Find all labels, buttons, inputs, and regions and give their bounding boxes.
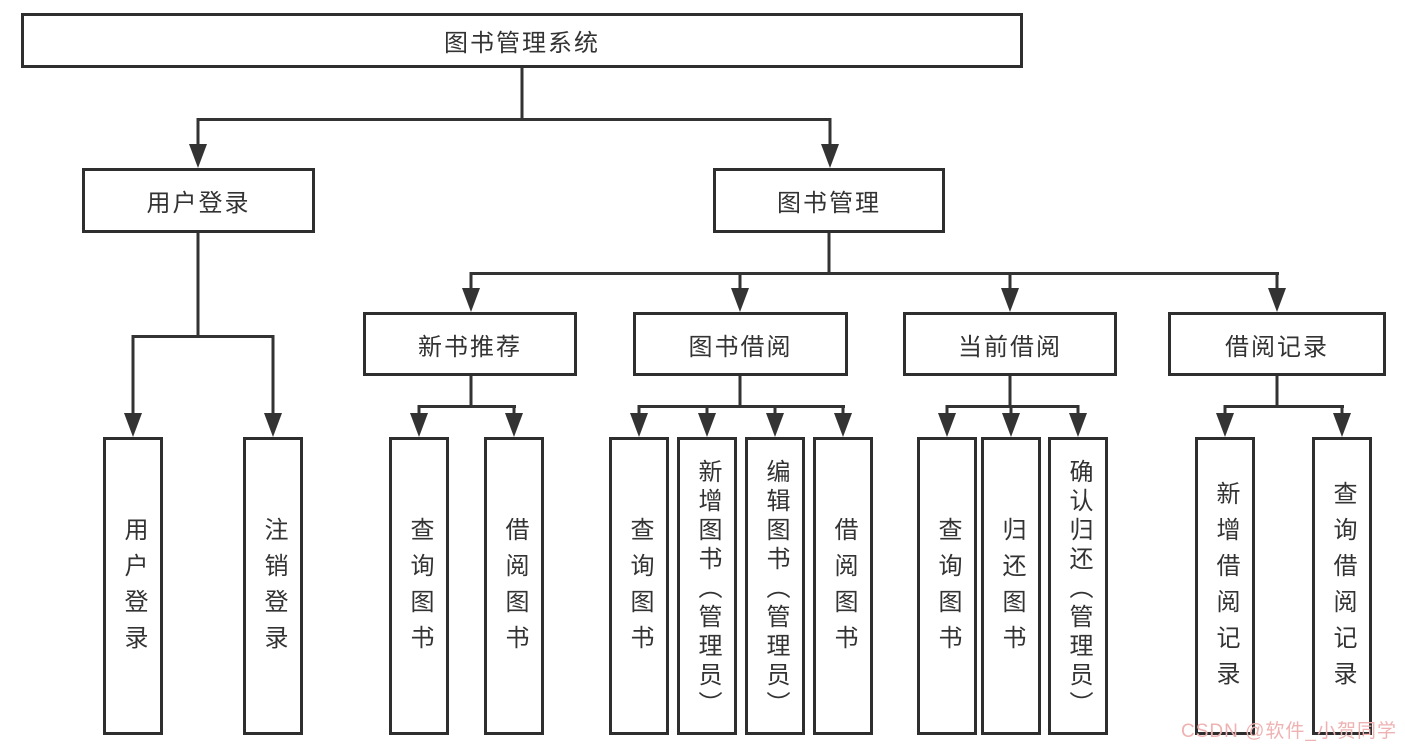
connector-line — [945, 405, 949, 419]
connector-line — [469, 376, 473, 408]
arrow-down-icon — [821, 144, 839, 168]
connector-line — [639, 405, 845, 408]
node-current-borrow: 当前借阅 — [903, 312, 1117, 376]
leaf-borrow-book: 借阅图书 — [813, 437, 873, 735]
arrow-down-icon — [766, 413, 784, 437]
arrow-down-icon — [834, 413, 852, 437]
leaf-current-query-book: 查询图书 — [917, 437, 977, 735]
leaf-confirm-return-admin: 确认归还（管理员） — [1048, 437, 1108, 735]
connector-line — [1275, 376, 1279, 408]
connector-line — [469, 272, 473, 292]
connector-line — [419, 405, 516, 408]
connector-line — [520, 68, 524, 120]
arrow-down-icon — [1069, 413, 1087, 437]
leaf-return-book: 归还图书 — [981, 437, 1041, 735]
connector-line — [512, 405, 516, 419]
connector-line — [738, 272, 742, 292]
arrow-down-icon — [462, 288, 480, 312]
connector-line — [471, 272, 1279, 275]
leaf-recommend-borrow-book: 借阅图书 — [484, 437, 544, 735]
connector-line — [197, 118, 831, 121]
connector-line — [773, 405, 777, 419]
connector-line — [196, 233, 200, 335]
node-user-login: 用户登录 — [82, 168, 315, 233]
leaf-borrow-query-book: 查询图书 — [609, 437, 669, 735]
leaf-add-book-admin: 新增图书（管理员） — [677, 437, 737, 735]
connector-line — [133, 335, 273, 338]
leaf-logout: 注销登录 — [243, 437, 303, 735]
arrow-down-icon — [189, 144, 207, 168]
connector-line — [827, 233, 831, 272]
connector-line — [947, 405, 1079, 408]
leaf-query-borrow-record: 查询借阅记录 — [1312, 437, 1372, 735]
leaf-add-borrow-record: 新增借阅记录 — [1195, 437, 1255, 735]
node-library-system: 图书管理系统 — [21, 13, 1023, 68]
connector-line — [705, 405, 709, 419]
arrow-down-icon — [698, 413, 716, 437]
node-book-management: 图书管理 — [713, 168, 945, 233]
connector-line — [1009, 405, 1013, 419]
connector-line — [828, 118, 832, 150]
connector-line — [637, 405, 641, 419]
connector-line — [1225, 405, 1344, 408]
connector-line — [1008, 376, 1012, 408]
connector-line — [131, 335, 135, 417]
node-book-borrow: 图书借阅 — [633, 312, 848, 376]
connector-line — [841, 405, 845, 419]
connector-line — [738, 376, 742, 408]
arrow-down-icon — [1001, 288, 1019, 312]
arrow-down-icon — [731, 288, 749, 312]
arrow-down-icon — [1216, 413, 1234, 437]
arrow-down-icon — [1333, 413, 1351, 437]
connector-line — [417, 405, 421, 419]
connector-line — [1076, 405, 1080, 419]
csdn-watermark: CSDN @软件_小贺同学 — [1181, 721, 1397, 742]
leaf-user-login: 用户登录 — [103, 437, 163, 735]
arrow-down-icon — [630, 413, 648, 437]
arrow-down-icon — [505, 413, 523, 437]
arrow-down-icon — [938, 413, 956, 437]
node-borrow-records: 借阅记录 — [1168, 312, 1386, 376]
arrow-down-icon — [1002, 413, 1020, 437]
leaf-edit-book-admin: 编辑图书（管理员） — [745, 437, 805, 735]
connector-line — [1223, 405, 1227, 419]
connector-line — [196, 118, 200, 150]
arrow-down-icon — [264, 413, 282, 437]
connector-line — [1275, 272, 1279, 292]
connector-line — [1340, 405, 1344, 419]
node-new-book-recommend: 新书推荐 — [363, 312, 577, 376]
leaf-recommend-query-book: 查询图书 — [389, 437, 449, 735]
arrow-down-icon — [410, 413, 428, 437]
connector-line — [271, 335, 275, 417]
arrow-down-icon — [124, 413, 142, 437]
arrow-down-icon — [1268, 288, 1286, 312]
connector-line — [1008, 272, 1012, 292]
